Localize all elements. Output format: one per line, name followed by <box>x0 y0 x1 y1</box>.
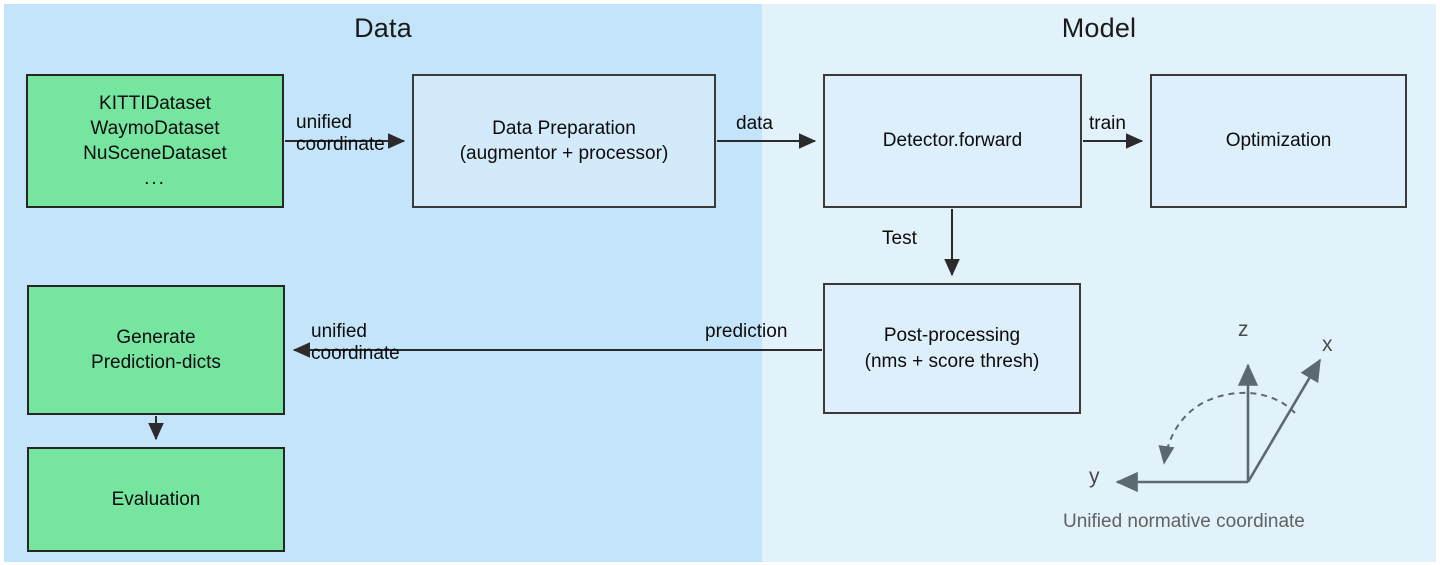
node-datasets[interactable]: KITTIDataset WaymoDataset NuSceneDataset… <box>26 74 284 208</box>
node-datasets-line-4: ... <box>144 168 166 190</box>
node-detector-forward[interactable]: Detector.forward <box>823 74 1082 208</box>
node-detector-forward-line-1: Detector.forward <box>882 130 1023 152</box>
data-section-title: Data <box>354 13 412 43</box>
node-post-processing[interactable]: Post-processing (nms + score thresh) <box>823 283 1081 414</box>
node-datasets-line-3: NuSceneDataset <box>83 143 227 164</box>
edge-label-coordinate-2: coordinate <box>311 343 400 365</box>
model-section-title: Model <box>1061 13 1137 43</box>
node-generate-prediction-dicts[interactable]: Generate Prediction-dicts <box>27 285 285 415</box>
axis-label-y: y <box>1089 465 1100 488</box>
node-generate-line-1: Generate <box>116 326 196 348</box>
edge-label-prediction: prediction <box>705 321 788 342</box>
node-evaluation-line-1: Evaluation <box>111 488 201 510</box>
node-post-processing-line-1: Post-processing <box>883 325 1021 347</box>
node-optimization-line-1: Optimization <box>1225 130 1332 152</box>
edge-label-train: train <box>1089 113 1126 134</box>
edge-label-unified-2: unified <box>311 321 367 342</box>
node-optimization[interactable]: Optimization <box>1150 74 1407 208</box>
node-datasets-line-1: KITTIDataset <box>99 92 211 114</box>
node-datasets-line-2: WaymoDataset <box>90 117 220 139</box>
edge-label-coordinate-1: coordinate <box>296 134 385 156</box>
edge-label-unified-coordinate-1: unified coordinate <box>296 112 385 157</box>
edge-label-unified-coordinate-2: unified coordinate <box>311 321 400 366</box>
edge-label-unified-1: unified <box>296 112 352 133</box>
edge-label-data: data <box>736 113 773 134</box>
node-generate-line-2: Prediction-dicts <box>91 352 221 373</box>
axis-label-x: x <box>1322 333 1333 356</box>
node-data-preparation-line-1: Data Preparation <box>492 117 636 139</box>
node-post-processing-line-2: (nms + score thresh) <box>864 350 1040 372</box>
axis-label-z: z <box>1238 318 1249 341</box>
node-data-preparation[interactable]: Data Preparation (augmentor + processor) <box>412 74 716 208</box>
coordinate-frame-caption: Unified normative coordinate <box>1063 511 1305 532</box>
edge-label-test: Test <box>882 228 917 249</box>
node-data-preparation-line-2: (augmentor + processor) <box>459 143 669 164</box>
node-evaluation[interactable]: Evaluation <box>27 447 285 552</box>
